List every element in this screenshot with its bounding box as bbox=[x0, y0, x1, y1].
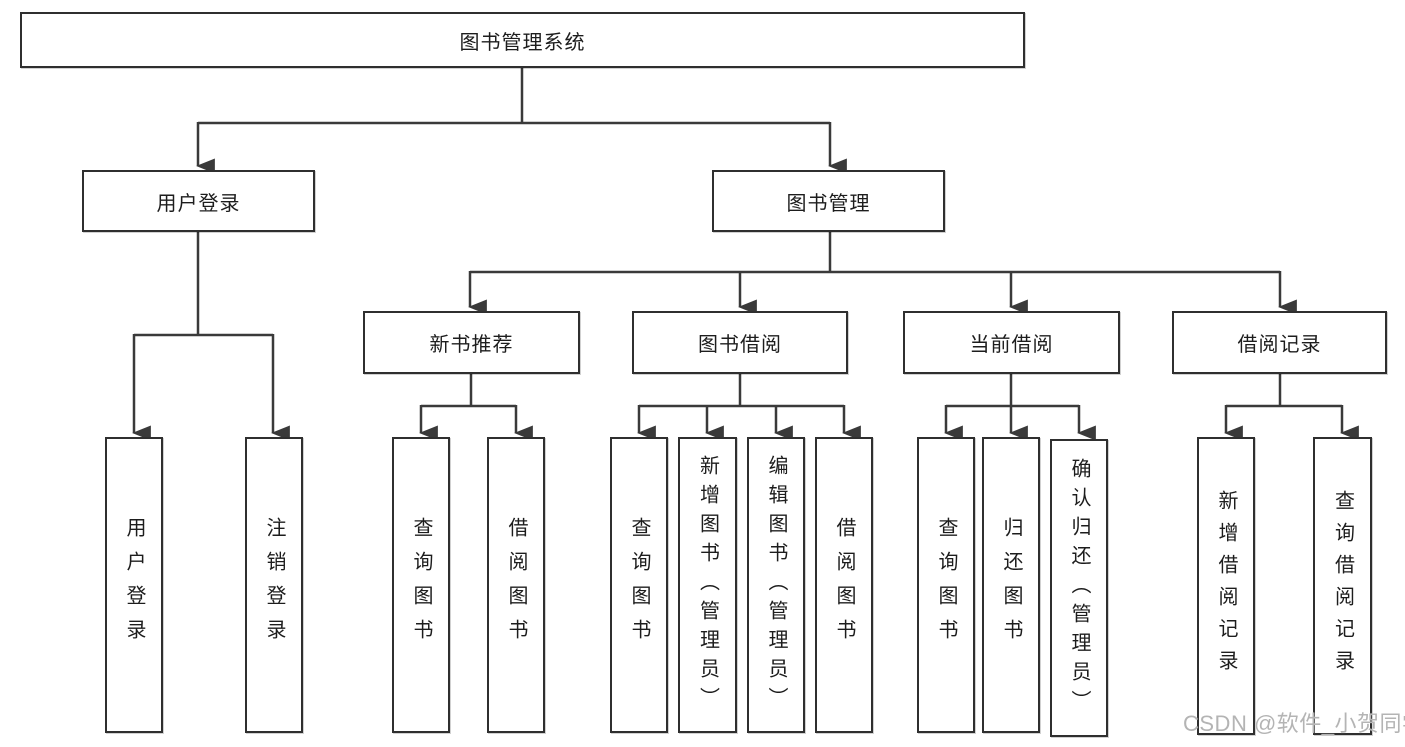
node-new-book-recommendation: 新书推荐 bbox=[363, 311, 580, 374]
leaf-return-book: 归还图书 bbox=[982, 437, 1040, 733]
csdn-watermark: CSDN @软件_小贺同学 bbox=[1183, 711, 1405, 736]
leaf-confirm-return-admin: 确认归还（管理员） bbox=[1050, 439, 1108, 737]
node-library-management-system: 图书管理系统 bbox=[20, 12, 1025, 68]
node-user-login: 用户登录 bbox=[82, 170, 315, 232]
leaf-query-books: 查询图书 bbox=[610, 437, 668, 733]
leaf-borrow-books: 借阅图书 bbox=[487, 437, 545, 733]
leaf-borrow-books: 借阅图书 bbox=[815, 437, 873, 733]
node-current-borrowing: 当前借阅 bbox=[903, 311, 1120, 374]
leaf-logout: 注销登录 bbox=[245, 437, 303, 733]
node-book-borrowing: 图书借阅 bbox=[632, 311, 848, 374]
leaf-edit-book-admin: 编辑图书（管理员） bbox=[747, 437, 805, 733]
node-borrowing-records: 借阅记录 bbox=[1172, 311, 1387, 374]
node-book-management: 图书管理 bbox=[712, 170, 945, 232]
leaf-query-books: 查询图书 bbox=[917, 437, 975, 733]
leaf-user-login: 用户登录 bbox=[105, 437, 163, 733]
leaf-query-borrow-record: 查询借阅记录 bbox=[1313, 437, 1372, 735]
leaf-add-book-admin: 新增图书（管理员） bbox=[678, 437, 737, 733]
leaf-add-borrow-record: 新增借阅记录 bbox=[1197, 437, 1255, 735]
leaf-query-books: 查询图书 bbox=[392, 437, 450, 733]
